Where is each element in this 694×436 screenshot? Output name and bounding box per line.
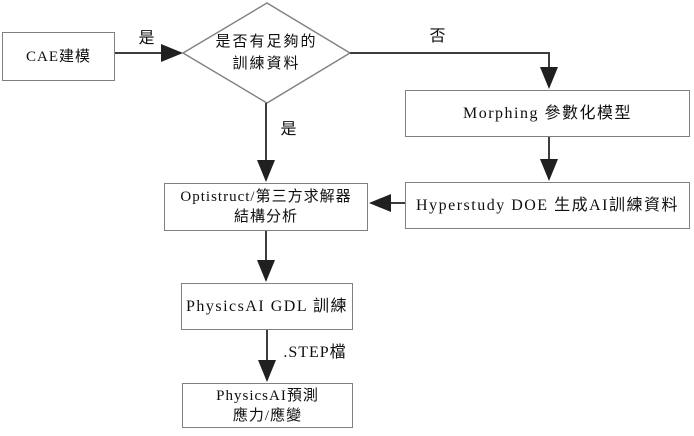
node-cae-modeling-label: CAE建模 — [25, 48, 91, 65]
node-physicsai-prediction: PhysicsAI預測 應力/應變 — [182, 383, 353, 428]
node-prediction-line1: PhysicsAI預測 — [216, 387, 319, 404]
decision-label-line2: 訓練資料 — [232, 56, 301, 72]
node-hyperstudy-label: Hyperstudy DOE 生成AI訓練資料 — [416, 196, 679, 214]
node-morphing-label: Morphing 參數化模型 — [462, 104, 632, 122]
edge-label-yes-bottom: 是 — [278, 115, 300, 139]
decision-label-line1: 是否有足夠的 — [215, 34, 318, 50]
node-optistruct-line2: 結構分析 — [233, 209, 298, 225]
node-prediction-line2: 應力/應變 — [232, 407, 303, 424]
edge-label-step-file: .STEP檔 — [281, 338, 349, 362]
edge-label-yes-top: 是 — [136, 24, 158, 48]
node-optistruct-structural-analysis: Optistruct/第三方求解器 結構分析 — [164, 183, 368, 231]
node-morphing-parametric-model: Morphing 參數化模型 — [405, 90, 690, 137]
node-gdl-training-label: PhysicsAI GDL 訓練 — [185, 297, 349, 315]
node-hyperstudy-doe: Hyperstudy DOE 生成AI訓練資料 — [405, 182, 690, 229]
node-cae-modeling: CAE建模 — [2, 32, 115, 81]
node-decision: 是否有足夠的 訓練資料 — [183, 30, 350, 76]
edge-label-no: 否 — [427, 22, 449, 46]
arrow-decision-no-to-morphing — [350, 52, 558, 89]
node-optistruct-line1: Optistruct/第三方求解器 — [180, 189, 352, 205]
node-physicsai-gdl-training: PhysicsAI GDL 訓練 — [181, 283, 353, 330]
